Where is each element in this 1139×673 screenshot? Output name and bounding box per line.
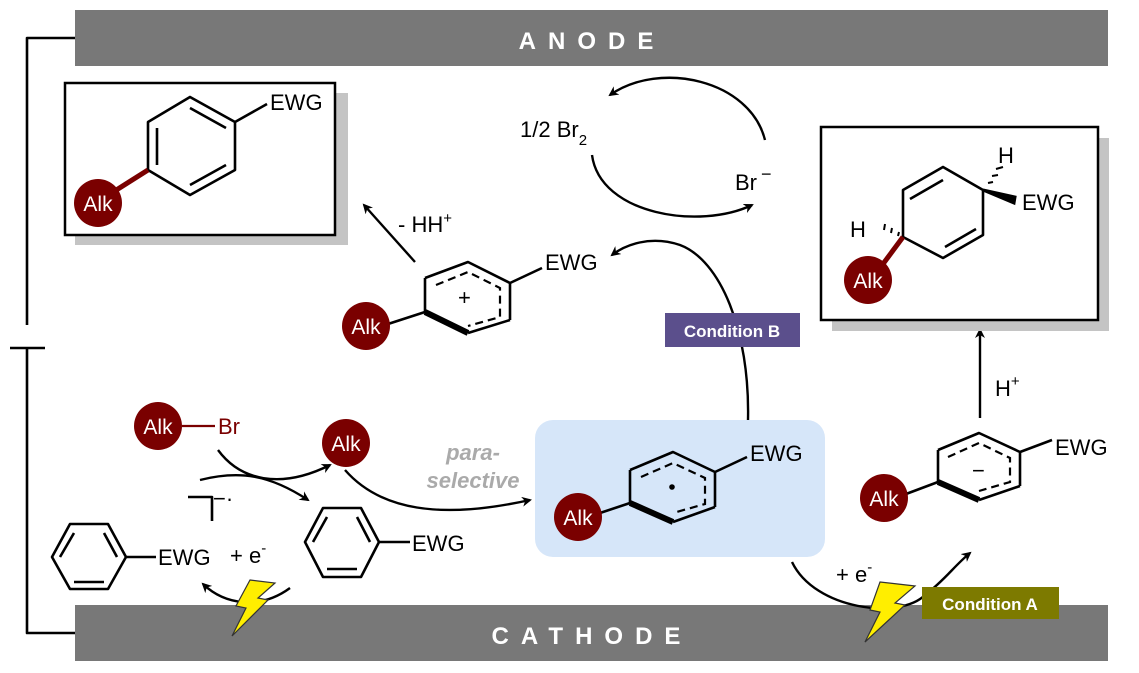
h-label: H (998, 143, 1014, 168)
radical-intermediate-box: Alk EWG (535, 420, 825, 557)
condition-b-arrow (610, 239, 750, 421)
condition-a-label: Condition A (942, 595, 1038, 614)
ewg-label: EWG (545, 250, 598, 275)
plus-electron-label: + e- (230, 540, 266, 568)
deprotonation-label: - HH+ (398, 210, 452, 237)
alk-label: Alk (83, 193, 113, 216)
alk-label: Alk (331, 433, 361, 456)
anode: ANODE (75, 10, 1108, 66)
circuit-wire (10, 36, 75, 635)
radical-dot (358, 441, 364, 447)
radical-anion-charge: −· (213, 486, 233, 511)
alk-label: Alk (351, 316, 381, 339)
ewg-label: EWG (270, 90, 323, 115)
anion-intermediate: − Alk EWG (860, 431, 1108, 522)
ewg-label: EWG (412, 531, 465, 556)
plus-electron-label: + e- (836, 559, 872, 587)
bromide-cycle: 1/2 Br2 Br− (520, 76, 772, 218)
ewg-label: EWG (158, 545, 211, 570)
bromide-label: Br− (735, 164, 772, 195)
alk-group (342, 302, 390, 350)
condition-a-badge: Condition A (922, 587, 1059, 619)
ewg-label: EWG (750, 441, 803, 466)
cation-charge: + (458, 285, 471, 310)
lightning-bolt-icon (231, 579, 277, 637)
anode-label: ANODE (519, 28, 666, 55)
addition-arrow (344, 469, 532, 512)
condition-b-label: Condition B (684, 322, 780, 341)
alk-label: Alk (853, 270, 883, 293)
arene-radical-anion: EWG −· (50, 486, 233, 591)
alk-label: Alk (869, 488, 899, 511)
set-arrow (199, 474, 310, 502)
br-label: Br (218, 414, 240, 439)
condition-a-arrow (790, 551, 972, 610)
arenium-cation-intermediate: + Alk EWG - HH+ (342, 203, 598, 350)
protonation-label: H+ (995, 373, 1020, 401)
anion-charge: − (972, 458, 985, 483)
selective-label: selective (427, 468, 520, 493)
radical-dot (669, 484, 675, 490)
para-label: para- (445, 440, 500, 465)
alkyl-bromide: Alk Br (134, 402, 240, 450)
arene: EWG (303, 506, 465, 579)
arylated-product-box: Alk EWG (63, 81, 348, 245)
alk-label: Alk (143, 416, 173, 439)
alk-group (74, 179, 122, 227)
cyclohexadiene-product-box: H EWG H Alk (819, 125, 1109, 331)
ewg-label: EWG (1055, 435, 1108, 460)
h-label: H (850, 217, 866, 242)
half-br2-label: 1/2 Br2 (520, 117, 587, 149)
alkyl-radical: Alk (322, 419, 370, 467)
lightning-bolt-icon (864, 581, 917, 643)
cathode-label: CATHODE (492, 623, 693, 650)
condition-b-badge: Condition B (665, 313, 800, 347)
alk-label: Alk (563, 507, 593, 530)
ewg-label: EWG (1022, 190, 1075, 215)
